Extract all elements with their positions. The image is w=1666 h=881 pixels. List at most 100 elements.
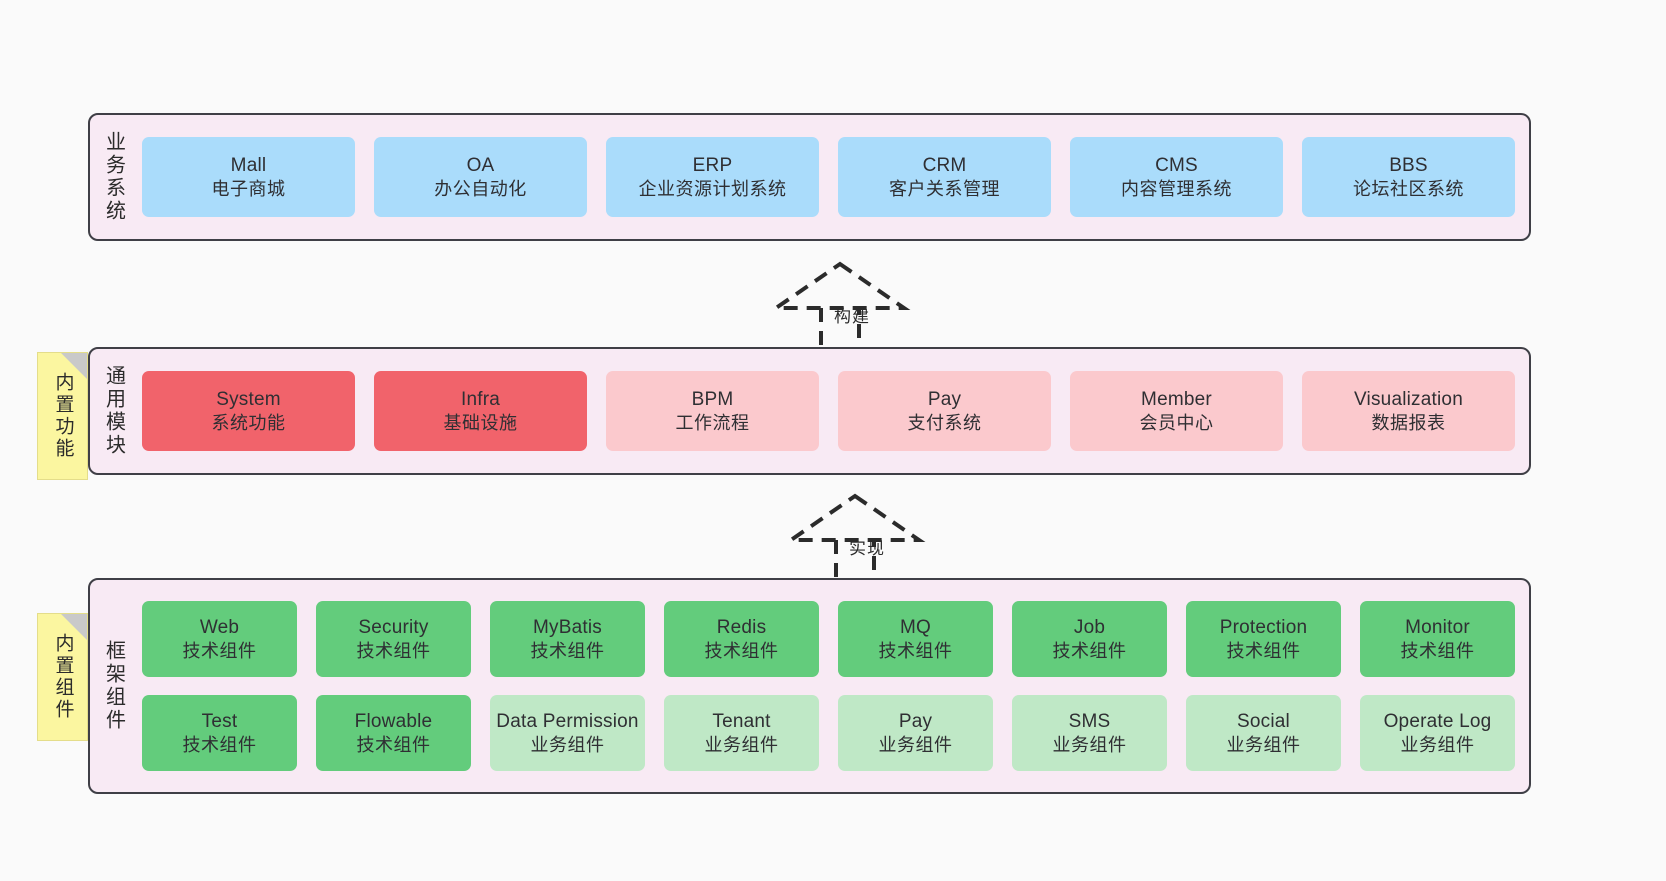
card-title-en: CRM	[922, 154, 967, 176]
card-title-en: Pay	[898, 710, 933, 732]
card-title-en: MQ	[899, 616, 931, 638]
card-title-en: Member	[1141, 388, 1212, 410]
card-title-cn: 业务组件	[704, 734, 779, 755]
card-member[interactable]: Member 会员中心	[1070, 371, 1283, 451]
card-system[interactable]: System 系统功能	[142, 371, 355, 451]
card-title-en: Test	[201, 710, 238, 732]
connector-implement-label: 实现	[849, 539, 885, 558]
card-title-en: MyBatis	[533, 616, 602, 638]
card-visualization[interactable]: Visualization 数据报表	[1302, 371, 1515, 451]
card-title-en: OA	[466, 154, 495, 176]
card-protection[interactable]: Protection 技术组件	[1186, 601, 1341, 677]
card-title-cn: 技术组件	[182, 734, 257, 755]
layer-title-modules: 通用模块	[102, 365, 125, 457]
card-title-en: Data Permission	[496, 710, 639, 732]
sticky-note-label: 内置功能	[52, 372, 74, 460]
modules-card-row: System 系统功能 Infra 基础设施 BPM 工作流程 Pay 支付系统…	[142, 371, 1515, 451]
card-title-cn: 电子商城	[211, 178, 286, 199]
card-security[interactable]: Security 技术组件	[316, 601, 471, 677]
layer-body-business: Mall 电子商城 OA 办公自动化 ERP 企业资源计划系统 CRM 客户关系…	[136, 115, 1529, 239]
card-title-cn: 数据报表	[1371, 412, 1446, 433]
folded-corner-icon	[61, 353, 87, 379]
card-title-cn: 技术组件	[182, 640, 257, 661]
layer-body-framework: Web 技术组件 Security 技术组件 MyBatis 技术组件 Redi…	[136, 580, 1529, 792]
card-title-en: SMS	[1068, 710, 1111, 732]
card-title-cn: 系统功能	[211, 412, 286, 433]
card-title-en: BPM	[691, 388, 734, 410]
card-title-cn: 业务组件	[1052, 734, 1127, 755]
card-data-permission[interactable]: Data Permission 业务组件	[490, 695, 645, 771]
card-social[interactable]: Social 业务组件	[1186, 695, 1341, 771]
card-bbs[interactable]: BBS 论坛社区系统	[1302, 137, 1515, 217]
card-title-en: System	[216, 388, 281, 410]
card-oa[interactable]: OA 办公自动化	[374, 137, 587, 217]
layer-title-business: 业务系统	[102, 131, 125, 223]
card-operate-log[interactable]: Operate Log 业务组件	[1360, 695, 1515, 771]
framework-card-row-business: Test 技术组件 Flowable 技术组件 Data Permission …	[142, 695, 1515, 771]
card-title-en: Pay	[927, 388, 962, 410]
card-crm[interactable]: CRM 客户关系管理	[838, 137, 1051, 217]
card-mq[interactable]: MQ 技术组件	[838, 601, 993, 677]
card-title-cn: 业务组件	[530, 734, 605, 755]
sticky-note-builtin-features: 内置功能	[37, 352, 88, 480]
card-infra[interactable]: Infra 基础设施	[374, 371, 587, 451]
card-bpm[interactable]: BPM 工作流程	[606, 371, 819, 451]
card-title-cn: 论坛社区系统	[1353, 178, 1464, 199]
layer-body-modules: System 系统功能 Infra 基础设施 BPM 工作流程 Pay 支付系统…	[136, 349, 1529, 473]
card-title-cn: 办公自动化	[434, 178, 527, 199]
card-title-cn: 技术组件	[356, 640, 431, 661]
card-title-en: BBS	[1389, 154, 1428, 176]
card-title-cn: 业务组件	[1226, 734, 1301, 755]
card-title-cn: 技术组件	[1226, 640, 1301, 661]
card-monitor[interactable]: Monitor 技术组件	[1360, 601, 1515, 677]
card-title-en: Visualization	[1354, 388, 1463, 410]
folded-corner-icon	[61, 614, 87, 640]
card-title-en: Tenant	[712, 710, 771, 732]
card-job[interactable]: Job 技术组件	[1012, 601, 1167, 677]
framework-card-row-tech: Web 技术组件 Security 技术组件 MyBatis 技术组件 Redi…	[142, 601, 1515, 677]
card-sms[interactable]: SMS 业务组件	[1012, 695, 1167, 771]
card-title-cn: 会员中心	[1139, 412, 1214, 433]
card-pay-component[interactable]: Pay 业务组件	[838, 695, 993, 771]
card-title-cn: 基础设施	[443, 412, 518, 433]
layer-title-framework: 框架组件	[102, 640, 125, 732]
card-title-cn: 技术组件	[704, 640, 779, 661]
implement-shaft	[834, 540, 876, 584]
card-cms[interactable]: CMS 内容管理系统	[1070, 137, 1283, 217]
card-title-en: Infra	[460, 388, 501, 410]
card-title-en: Monitor	[1405, 616, 1470, 638]
sticky-note-builtin-components: 内置组件	[37, 613, 88, 741]
card-title-cn: 技术组件	[530, 640, 605, 661]
card-title-cn: 技术组件	[356, 734, 431, 755]
card-title-en: Protection	[1219, 616, 1308, 638]
card-mall[interactable]: Mall 电子商城	[142, 137, 355, 217]
card-title-cn: 客户关系管理	[889, 178, 1000, 199]
card-pay-module[interactable]: Pay 支付系统	[838, 371, 1051, 451]
card-flowable[interactable]: Flowable 技术组件	[316, 695, 471, 771]
card-title-cn: 业务组件	[1400, 734, 1475, 755]
card-title-cn: 技术组件	[1400, 640, 1475, 661]
card-web[interactable]: Web 技术组件	[142, 601, 297, 677]
card-title-cn: 企业资源计划系统	[638, 178, 787, 199]
card-tenant[interactable]: Tenant 业务组件	[664, 695, 819, 771]
card-title-en: Job	[1073, 616, 1106, 638]
card-mybatis[interactable]: MyBatis 技术组件	[490, 601, 645, 677]
build-shaft	[819, 308, 861, 352]
card-title-cn: 支付系统	[907, 412, 982, 433]
layer-framework-components: 框架组件 Web 技术组件 Security 技术组件 MyBatis 技术组件…	[88, 578, 1531, 794]
card-title-en: Operate Log	[1383, 710, 1492, 732]
card-erp[interactable]: ERP 企业资源计划系统	[606, 137, 819, 217]
card-title-en: Redis	[716, 616, 767, 638]
card-title-cn: 技术组件	[1052, 640, 1127, 661]
card-title-en: ERP	[692, 154, 733, 176]
card-title-en: Flowable	[354, 710, 433, 732]
card-test[interactable]: Test 技术组件	[142, 695, 297, 771]
card-title-cn: 内容管理系统	[1121, 178, 1232, 199]
card-title-en: Security	[358, 616, 429, 638]
connector-build-label: 构建	[834, 307, 870, 326]
card-title-en: Social	[1237, 710, 1290, 732]
layer-common-modules: 通用模块 System 系统功能 Infra 基础设施 BPM 工作流程 Pay…	[88, 347, 1531, 475]
implement-arrowhead	[784, 493, 926, 542]
card-redis[interactable]: Redis 技术组件	[664, 601, 819, 677]
card-title-cn: 技术组件	[878, 640, 953, 661]
